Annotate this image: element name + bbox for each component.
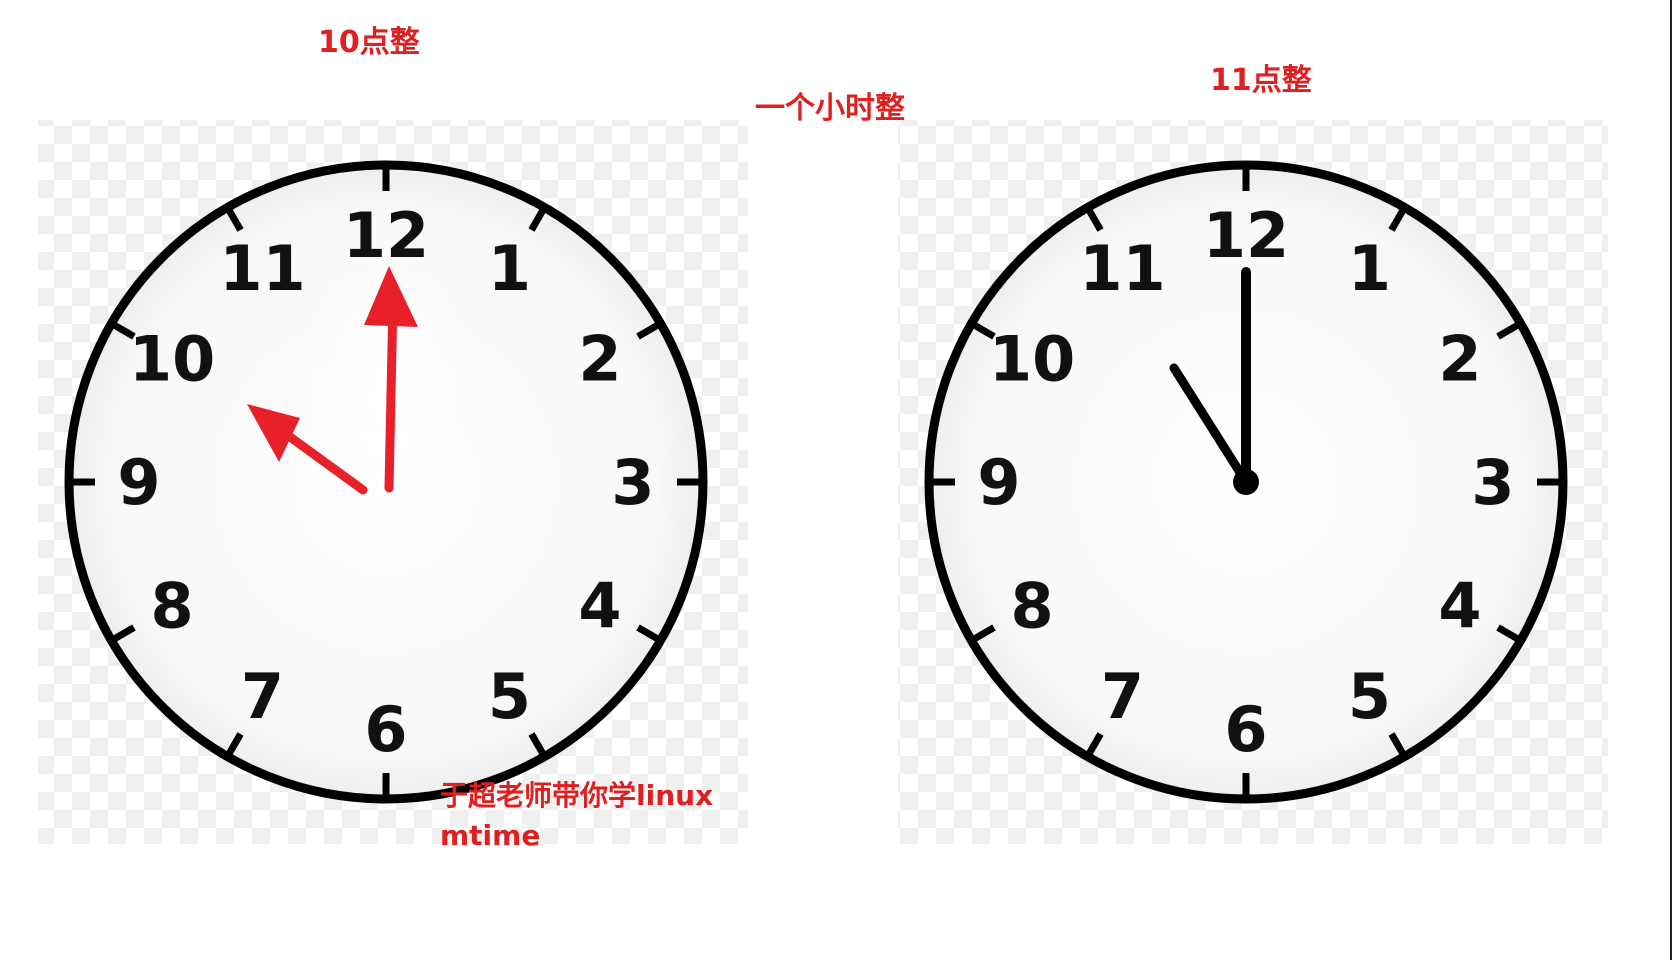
right-clock-numeral: 6	[1224, 693, 1267, 766]
left-clock-numeral: 8	[151, 570, 194, 643]
left-clock-ticks	[73, 169, 699, 795]
left-clock-numeral: 3	[611, 446, 654, 519]
right-clock-numeral: 12	[1203, 199, 1289, 272]
right-clock-numeral: 5	[1348, 660, 1391, 733]
left-clock-numeral: 12	[343, 199, 429, 272]
left-clock-numeral: 1	[488, 232, 531, 305]
right-clock-numeral: 11	[1079, 232, 1165, 305]
right-clock-numeral: 3	[1471, 446, 1514, 519]
right-clock-tick	[1496, 624, 1519, 642]
left-clock-title: 10点整	[318, 25, 420, 60]
left-clock-numeral: 4	[578, 570, 621, 643]
left-clock-hour-hand	[247, 404, 368, 495]
left-clock-numeral: 11	[219, 232, 305, 305]
right-clock-numeral: 8	[1011, 570, 1054, 643]
right-clock-title: 11点整	[1210, 63, 1312, 98]
right-clock-numeral: 1	[1348, 232, 1391, 305]
left-clock-tick	[113, 322, 136, 340]
right-clock-numeral: 4	[1438, 570, 1481, 643]
right-clock-tick	[1496, 322, 1519, 340]
left-clock-tick	[528, 732, 546, 755]
interval-caption: 一个小时整	[755, 91, 905, 126]
right-clock-numeral: 2	[1438, 323, 1481, 396]
right-clock-tick	[1086, 732, 1104, 755]
right-clock-numeral: 7	[1101, 660, 1144, 733]
left-clock-tick	[636, 322, 659, 340]
right-clock-hour-hand	[1169, 363, 1251, 487]
right-clock-numeral: 10	[989, 323, 1075, 396]
left-clock-tick	[636, 624, 659, 642]
left-clock-numeral: 2	[578, 323, 621, 396]
left-clock-numeral: 10	[129, 323, 215, 396]
left-clock-numeral: 5	[488, 660, 531, 733]
watermark-line-1: 于超老师带你学linux	[440, 779, 714, 812]
right-clock-tick	[1086, 209, 1104, 232]
right-clock-tick	[973, 624, 996, 642]
right-clock-center-pin	[1233, 469, 1259, 495]
left-clock-minute-hand	[364, 266, 418, 493]
right-clock-tick	[1388, 209, 1406, 232]
right-clock-ticks	[933, 169, 1559, 795]
left-clock-numeral: 9	[117, 446, 160, 519]
left-clock-numeral: 7	[241, 660, 284, 733]
window-edge	[1670, 0, 1672, 960]
right-clock-numeral: 9	[977, 446, 1020, 519]
watermark-line-2: mtime	[440, 819, 541, 852]
left-clock-numeral: 6	[364, 693, 407, 766]
left-clock-tick	[113, 624, 136, 642]
right-clock-tick	[973, 322, 996, 340]
left-clock-tick	[528, 209, 546, 232]
watermark: 于超老师带你学linux mtime	[440, 776, 713, 856]
left-clock-tick	[226, 732, 244, 755]
left-clock-tick	[226, 209, 244, 232]
right-clock-tick	[1388, 732, 1406, 755]
